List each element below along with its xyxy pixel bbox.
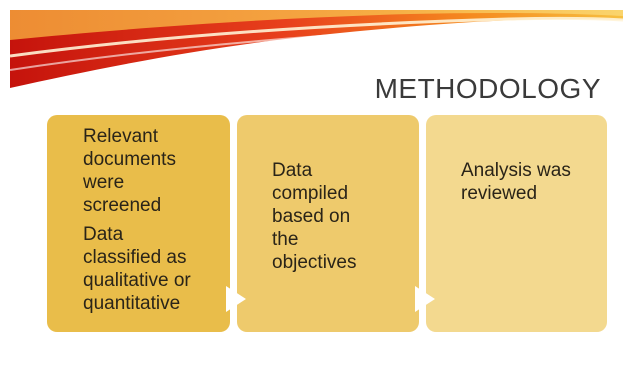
decorative-banner xyxy=(10,10,623,88)
process-step-3: Analysis was reviewed xyxy=(426,115,607,332)
process-step-1: Relevant documents were screened Data cl… xyxy=(47,115,230,332)
step-1-text-2: Data classified as qualitative or quanti… xyxy=(83,224,191,314)
chevron-right-icon xyxy=(415,286,435,312)
step-1-text-1: Relevant documents were screened xyxy=(83,126,176,216)
slide: METHODOLOGY Relevant documents were scre… xyxy=(10,10,623,355)
step-2-text: Data compiled based on the objectives xyxy=(272,160,357,273)
step-3-text: Analysis was reviewed xyxy=(461,160,571,204)
chevron-right-icon xyxy=(226,286,246,312)
slide-title: METHODOLOGY xyxy=(374,73,601,104)
process-step-2: Data compiled based on the objectives xyxy=(237,115,419,332)
